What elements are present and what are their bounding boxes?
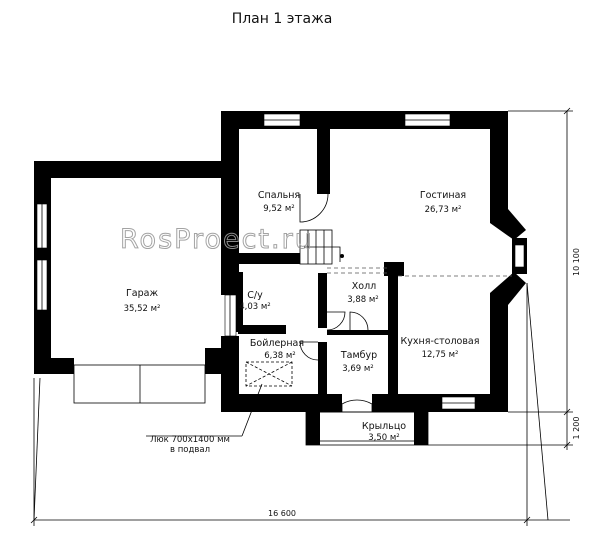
house-bottom-wall-mid — [287, 394, 342, 412]
room-hall-area: 3,88 м² — [347, 295, 378, 305]
house-right-wall-lower — [490, 293, 508, 412]
bay-wall-bottom — [490, 272, 526, 305]
room-living-area: 26,73 м² — [425, 205, 462, 215]
room-labels: Гараж 35,52 м² Спальня 9,52 м² Гостиная … — [124, 190, 480, 455]
room-living-name: Гостиная — [420, 190, 466, 201]
bay-window — [514, 244, 525, 268]
wc-door — [326, 311, 346, 331]
column — [384, 262, 404, 276]
stair-arrow — [304, 246, 341, 262]
dimension-lines: 16 600 10 100 1 200 — [30, 107, 581, 526]
porch — [305, 411, 429, 446]
house-left-wall-upper — [221, 111, 239, 295]
room-hall-name: Холл — [352, 281, 376, 292]
wc-window — [224, 294, 237, 337]
bedroom-door — [299, 193, 329, 223]
room-vestibule-area: 3,69 м² — [342, 364, 373, 374]
room-wc-area: 4,03 м² — [239, 302, 270, 312]
height-dimension: 10 100 — [572, 248, 581, 276]
walls — [34, 111, 527, 412]
wc-bottom-wall — [238, 325, 286, 334]
garage-door-leaf — [73, 364, 206, 404]
hatch-note-line-1: Люк 700х1400 мм — [150, 435, 230, 445]
garage-bottom-right-wall — [205, 348, 222, 374]
vestibule-left-wall — [318, 342, 327, 395]
vestibule-door — [349, 311, 369, 331]
basement-hatch — [146, 361, 293, 437]
room-wc-name: С/у — [247, 290, 263, 301]
windows — [36, 113, 525, 410]
room-garage-name: Гараж — [126, 288, 158, 299]
bedroom-living-wall — [317, 128, 330, 194]
house-left-wall-lower — [221, 336, 239, 412]
wc-hall-wall — [318, 273, 327, 328]
hatch-note-line-2: в подвал — [170, 445, 210, 455]
watermark: RosProect.ru — [120, 224, 314, 255]
porch-left-post — [306, 412, 320, 445]
wc-left-wall — [236, 272, 243, 332]
garage-boiler-door — [205, 340, 223, 359]
plan-title: План 1 этажа — [232, 11, 333, 27]
porch-right-post — [414, 412, 428, 445]
room-boiler-area: 6,38 м² — [264, 351, 295, 361]
house-bottom-wall-left — [221, 394, 287, 412]
hall-kitchen-wall — [388, 264, 398, 395]
bay-wall-top — [490, 209, 526, 240]
room-garage-area: 35,52 м² — [124, 304, 161, 314]
house-right-wall-upper — [490, 111, 508, 223]
bedroom-bottom-wall — [238, 253, 300, 264]
porch-dimension: 1 200 — [572, 417, 581, 440]
garage-door — [73, 364, 206, 404]
room-vestibule-name: Тамбур — [340, 350, 377, 361]
room-kitchen-area: 12,75 м² — [422, 350, 459, 360]
hall-vestibule-wall — [327, 330, 388, 335]
room-bedroom-area: 9,52 м² — [263, 204, 294, 214]
house-bottom-wall-right — [372, 394, 508, 412]
garage-top-wall — [34, 161, 224, 178]
entrance-door — [341, 399, 373, 412]
boiler-door — [299, 341, 319, 361]
room-porch-name: Крыльцо — [362, 421, 406, 432]
room-porch-area: 3,50 м² — [368, 433, 399, 443]
garage-bottom-left-wall — [34, 358, 74, 374]
stairs — [299, 229, 344, 265]
room-bedroom-name: Спальня — [258, 190, 300, 201]
width-dimension: 16 600 — [268, 509, 296, 518]
doors — [205, 193, 373, 412]
room-boiler-name: Бойлерная — [250, 338, 304, 349]
room-kitchen-name: Кухня-столовая — [401, 336, 480, 347]
